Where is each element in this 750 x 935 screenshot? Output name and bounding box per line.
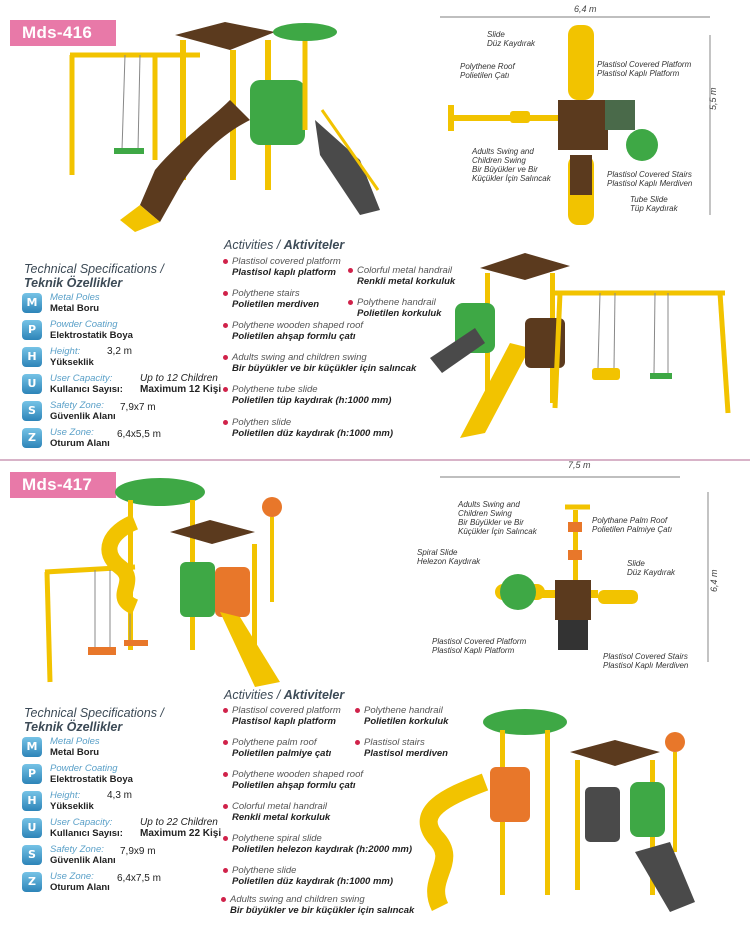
spec-row: Z Use Zone:Oturum Alanı 6,4x5,5 m [22, 427, 222, 450]
safety-zone-icon: S [22, 845, 42, 865]
plan-view-diagram [440, 16, 711, 225]
spec-row: S Safety Zone:Güvenlik Alanı 7,9x7 m [22, 400, 222, 423]
use-zone-icon: Z [22, 872, 42, 892]
capacity-value-tr: Maximum 22 Kişi [140, 828, 222, 839]
safety-zone-value: 7,9x9 m [120, 846, 156, 857]
playground-illustration-main [44, 478, 282, 687]
spec-row: H Height:Yükseklik 3,2 m [22, 346, 222, 369]
metal-poles-icon: M [22, 737, 42, 757]
safety-zone-icon: S [22, 401, 42, 421]
powder-coating-icon: P [22, 764, 42, 784]
specs-title: Technical Specifications /Teknik Özellik… [24, 262, 164, 290]
capacity-value-tr: Maximum 12 Kişi [140, 384, 222, 395]
user-capacity-icon: U [22, 818, 42, 838]
user-capacity-icon: U [22, 374, 42, 394]
plan-width-dimension: 6,4 m [574, 4, 597, 14]
spec-row: U User Capacity:Kullanıcı Sayısı: Up to … [22, 817, 222, 840]
spec-row: H Height:Yükseklik 4,3 m [22, 790, 222, 813]
activities-title: Activities / Aktiviteler [224, 688, 345, 702]
plan-view-diagram [440, 476, 709, 662]
spec-row: Z Use Zone:Oturum Alanı 6,4x7,5 m [22, 871, 222, 894]
playground-illustration-secondary [430, 253, 731, 438]
playground-illustration-secondary [419, 709, 695, 912]
specs-title: Technical Specifications /Teknik Özellik… [24, 706, 164, 734]
plan-width-dimension: 7,5 m [568, 460, 591, 470]
model-tag: Mds-416 [10, 20, 116, 46]
section-divider [0, 459, 750, 461]
product-section-mds-417: Mds-417 [0, 460, 750, 935]
height-icon: H [22, 791, 42, 811]
use-zone-value: 6,4x5,5 m [117, 429, 161, 440]
safety-zone-value: 7,9x7 m [120, 402, 156, 413]
plan-depth-dimension: 5,5 m [708, 87, 718, 110]
capacity-value-en: Up to 12 Children [140, 373, 218, 384]
metal-poles-icon: M [22, 293, 42, 313]
spec-row: U User Capacity:Kullanıcı Sayısı: Up to … [22, 373, 222, 396]
use-zone-icon: Z [22, 428, 42, 448]
model-tag: Mds-417 [10, 472, 116, 498]
activities-title: Activities / Aktiviteler [224, 238, 345, 252]
playground-illustration-main [69, 22, 380, 232]
powder-coating-icon: P [22, 320, 42, 340]
product-section-mds-416: Mds-416 [0, 0, 750, 462]
spec-row: S Safety Zone:Güvenlik Alanı 7,9x9 m [22, 844, 222, 867]
height-icon: H [22, 347, 42, 367]
height-value: 4,3 m [107, 790, 133, 801]
height-value: 3,2 m [107, 346, 133, 357]
use-zone-value: 6,4x7,5 m [117, 873, 161, 884]
capacity-value-en: Up to 22 Children [140, 817, 218, 828]
plan-depth-dimension: 6,4 m [709, 569, 719, 592]
